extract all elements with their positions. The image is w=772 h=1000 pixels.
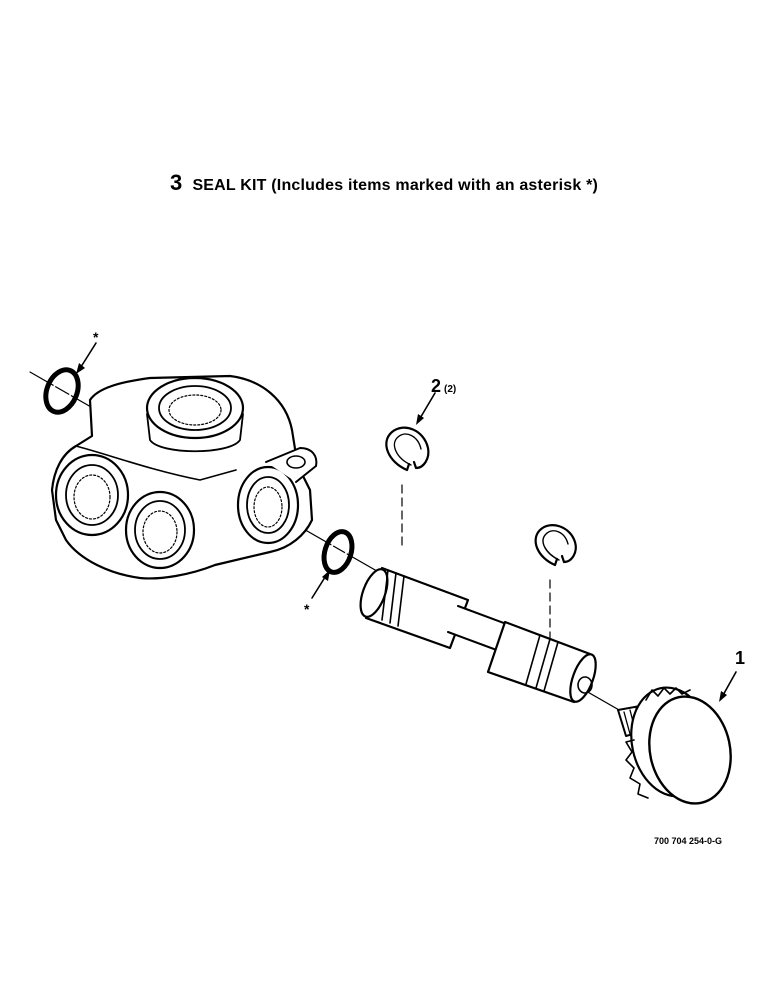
valve-body — [50, 374, 318, 580]
callout-asterisk-middle: * — [304, 601, 310, 617]
leader-item-1 — [721, 671, 737, 698]
valve-spool — [359, 566, 597, 704]
control-knob — [617, 686, 732, 805]
seal-kit-item-number: 3 — [170, 170, 183, 195]
o-ring-left — [43, 367, 81, 415]
retaining-ring-lower — [534, 524, 577, 567]
retaining-ring-upper — [385, 426, 430, 472]
callout-asterisk-left: * — [93, 329, 99, 345]
leader-item-2 — [418, 392, 436, 421]
seal-kit-description: SEAL KIT (Includes items marked with an … — [192, 177, 599, 194]
drawing-number: 700 704 254-0-G — [654, 836, 723, 846]
callout-item-2: 2 — [431, 376, 441, 396]
callout-item-2-quantity: (2) — [444, 384, 456, 395]
callout-item-1: 1 — [735, 648, 745, 668]
seal-kit-heading: 3 SEAL KIT (Includes items marked with an… — [170, 170, 598, 196]
o-ring-middle — [321, 529, 355, 575]
